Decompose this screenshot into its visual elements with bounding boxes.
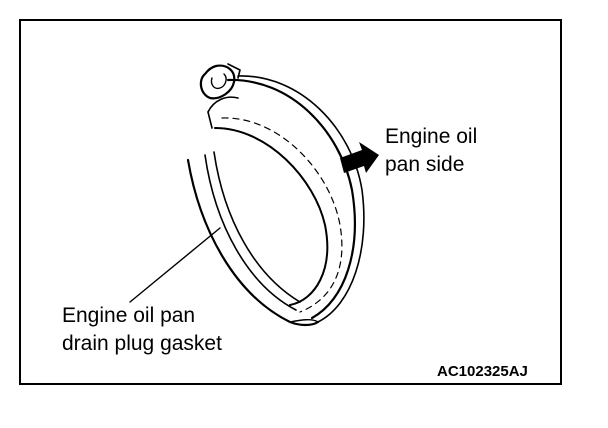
gasket-inner-edge	[214, 127, 329, 306]
gasket-outer-edge-2	[237, 75, 365, 323]
gasket-face-mid	[204, 154, 297, 311]
right-arrow-icon	[340, 142, 379, 173]
direction-label-line1: Engine oil	[385, 125, 478, 148]
figure-frame	[19, 19, 562, 385]
gasket-face-outer	[186, 158, 320, 327]
gasket-outer-edge	[226, 78, 356, 320]
gasket-face-inner	[213, 151, 301, 303]
gasket-label-line1: Engine oil pan	[62, 304, 196, 327]
gasket-cut-end	[207, 96, 239, 113]
gasket-inner-dashed	[221, 117, 343, 313]
figure-code: AC102325AJ	[437, 363, 528, 380]
direction-label-line2: pan side	[385, 153, 465, 176]
gasket-label-line2: drain plug gasket	[62, 332, 222, 355]
gasket-profile-section	[199, 64, 236, 100]
gasket-leader-line	[129, 227, 221, 303]
